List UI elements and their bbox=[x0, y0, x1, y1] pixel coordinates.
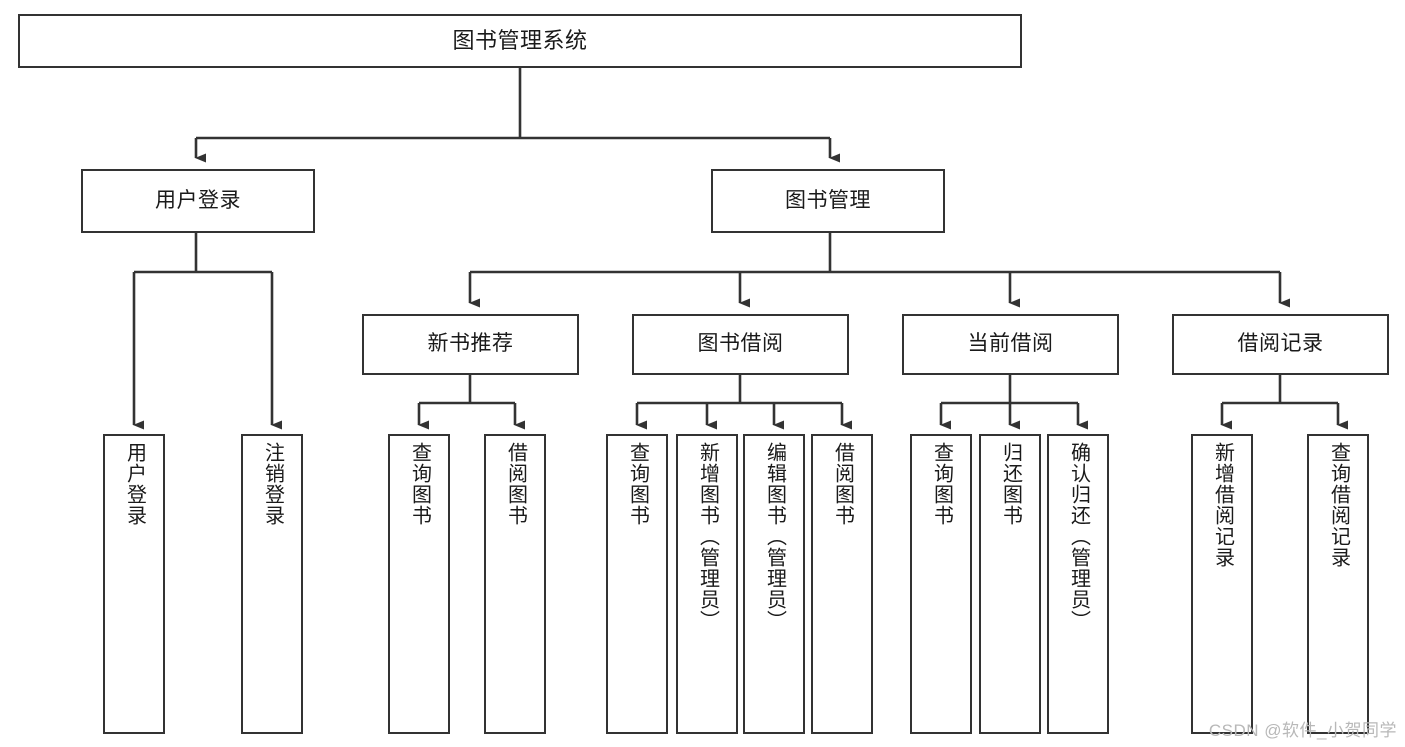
node-label: 编辑图书（管理员） bbox=[763, 442, 786, 631]
node-user-login[interactable]: 用户登录 bbox=[81, 169, 315, 233]
leaf-borrow-book-1[interactable]: 借阅图书 bbox=[484, 434, 546, 734]
leaf-query-record[interactable]: 查询借阅记录 bbox=[1307, 434, 1369, 734]
node-label: 借阅记录 bbox=[1237, 332, 1324, 356]
node-book-borrow[interactable]: 图书借阅 bbox=[632, 314, 849, 375]
node-label: 图书借阅 bbox=[697, 332, 784, 356]
leaf-query-book-3[interactable]: 查询图书 bbox=[910, 434, 972, 734]
node-label: 当前借阅 bbox=[967, 332, 1054, 356]
leaf-add-book[interactable]: 新增图书（管理员） bbox=[676, 434, 738, 734]
leaf-return-book[interactable]: 归还图书 bbox=[979, 434, 1041, 734]
leaf-query-book-1[interactable]: 查询图书 bbox=[388, 434, 450, 734]
node-new-book-recommend[interactable]: 新书推荐 bbox=[362, 314, 579, 375]
node-current-borrow[interactable]: 当前借阅 bbox=[902, 314, 1119, 375]
node-label: 新增图书（管理员） bbox=[696, 442, 719, 631]
node-label: 借阅图书 bbox=[504, 442, 527, 526]
leaf-edit-book[interactable]: 编辑图书（管理员） bbox=[743, 434, 805, 734]
node-borrow-record[interactable]: 借阅记录 bbox=[1172, 314, 1389, 375]
node-root-system[interactable]: 图书管理系统 bbox=[18, 14, 1022, 68]
leaf-user-logout[interactable]: 注销登录 bbox=[241, 434, 303, 734]
node-label: 归还图书 bbox=[999, 442, 1022, 526]
node-label: 注销登录 bbox=[261, 442, 284, 526]
node-book-manage[interactable]: 图书管理 bbox=[711, 169, 945, 233]
leaf-query-book-2[interactable]: 查询图书 bbox=[606, 434, 668, 734]
leaf-confirm-return[interactable]: 确认归还（管理员） bbox=[1047, 434, 1109, 734]
node-label: 新增借阅记录 bbox=[1211, 442, 1234, 568]
leaf-borrow-book-2[interactable]: 借阅图书 bbox=[811, 434, 873, 734]
node-label: 确认归还（管理员） bbox=[1067, 442, 1090, 631]
node-label: 图书管理 bbox=[785, 188, 871, 212]
node-label: 借阅图书 bbox=[831, 442, 854, 526]
node-label: 查询借阅记录 bbox=[1327, 442, 1350, 568]
node-label: 用户登录 bbox=[123, 442, 146, 526]
node-label: 查询图书 bbox=[626, 442, 649, 526]
leaf-user-login[interactable]: 用户登录 bbox=[103, 434, 165, 734]
node-label: 查询图书 bbox=[408, 442, 431, 526]
node-label: 图书管理系统 bbox=[452, 28, 588, 54]
node-label: 查询图书 bbox=[930, 442, 953, 526]
watermark: CSDN @软件_小贺同学 bbox=[1208, 721, 1397, 740]
node-label: 新书推荐 bbox=[427, 332, 514, 356]
node-label: 用户登录 bbox=[155, 188, 241, 212]
leaf-add-record[interactable]: 新增借阅记录 bbox=[1191, 434, 1253, 734]
